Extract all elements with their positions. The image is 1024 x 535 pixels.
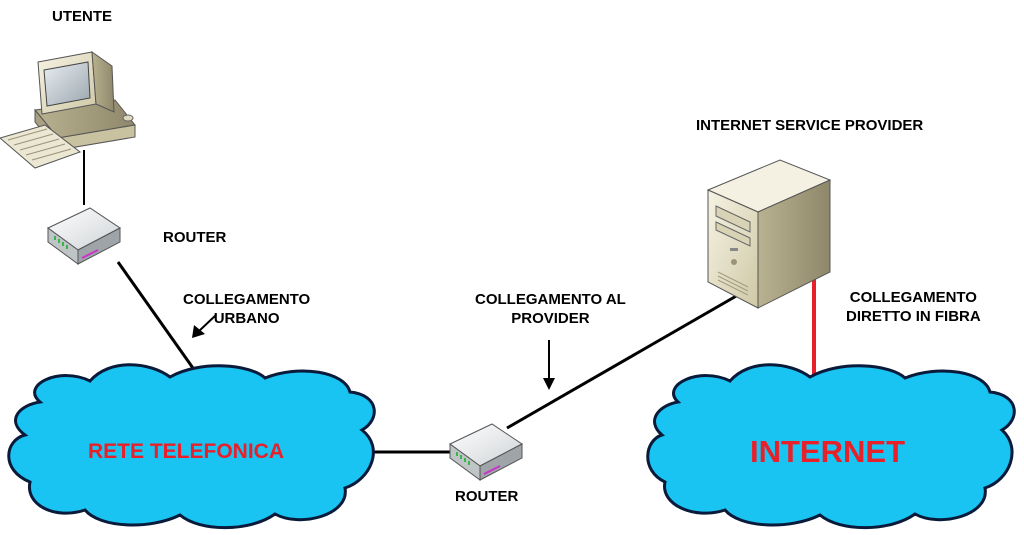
label-router-bottom: ROUTER (455, 488, 519, 505)
desktop-computer-icon (0, 50, 136, 169)
label-link-fiber-line1: COLLEGAMENTO (849, 289, 977, 306)
label-link-fiber: COLLEGAMENTO DIRETTO IN FIBRA (846, 288, 981, 326)
label-link-provider-line2: PROVIDER (511, 310, 590, 327)
connections (83, 150, 816, 454)
label-internet: INTERNET (750, 434, 905, 469)
label-link-provider: COLLEGAMENTO AL PROVIDER (475, 290, 626, 328)
arrow-urban (192, 314, 217, 338)
cloud-icon (7, 363, 1016, 530)
label-link-urban: COLLEGAMENTO URBANO (183, 290, 310, 328)
link-router-phone-network (116, 261, 202, 379)
link-router-isp (506, 293, 739, 430)
server-tower-icon (706, 159, 832, 309)
label-isp: INTERNET SERVICE PROVIDER (696, 117, 924, 134)
router-icon (449, 423, 523, 481)
cloud-rete-telefonica (7, 363, 376, 530)
label-user: UTENTE (52, 8, 112, 25)
label-link-urban-line1: COLLEGAMENTO (183, 291, 311, 308)
router-icon (47, 207, 121, 265)
arrow-provider (543, 340, 555, 390)
label-router-top: ROUTER (163, 229, 227, 246)
label-link-urban-line2: URBANO (213, 310, 280, 327)
label-link-provider-line1: COLLEGAMENTO AL (475, 291, 626, 308)
cloud-internet (646, 363, 1016, 530)
label-rete-telefonica: RETE TELEFONICA (88, 440, 285, 463)
label-link-fiber-line2: DIRETTO IN FIBRA (846, 308, 981, 325)
